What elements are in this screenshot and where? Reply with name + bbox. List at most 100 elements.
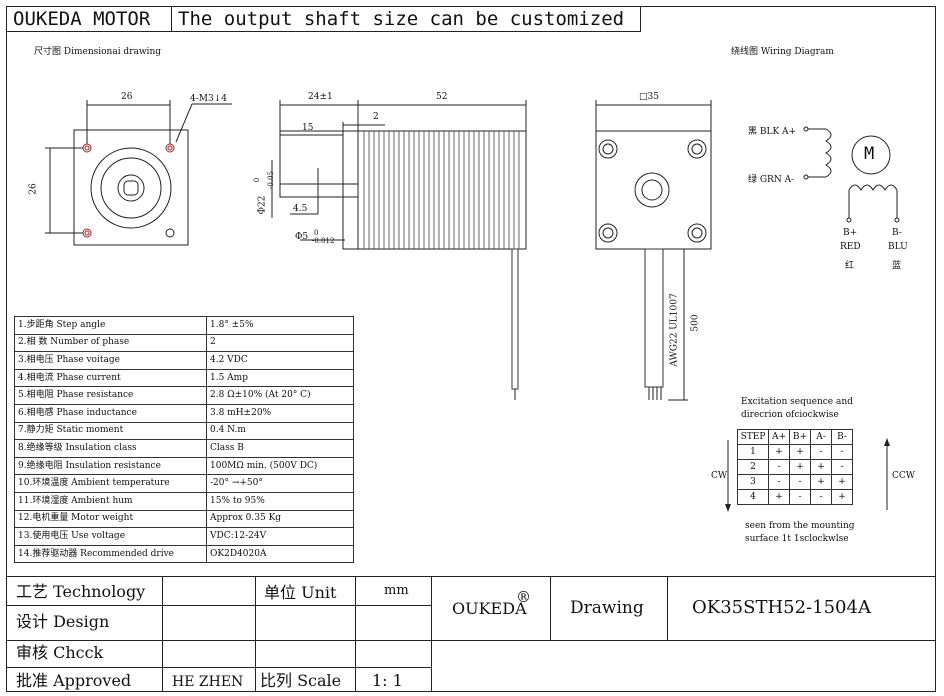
excitation-cell: + (789, 459, 811, 475)
spec-value: Approx 0.35 Kg (206, 509, 354, 529)
spec-key: 14.推荐驱动器 Recommended drive (14, 544, 207, 564)
cw-label: CW (711, 471, 728, 481)
dim-boss-tol-upper: 0 (253, 177, 262, 183)
tb-approved: 批准 Approved (16, 671, 132, 690)
excitation-row: 3 - - + + (737, 474, 853, 490)
front-view-body (73, 129, 189, 246)
dim-wire-spec: AWG22 UL1007 (669, 293, 680, 367)
dim-square: □35 (639, 92, 659, 102)
motor-fins (363, 131, 520, 249)
title-block-col (667, 576, 668, 640)
spec-value: VDC:12-24V (206, 527, 354, 546)
spec-key: 4.相电流 Phase current (14, 368, 207, 388)
tb-check: 审核 Chcck (16, 643, 104, 662)
wire-blu: BLU (888, 242, 908, 252)
tb-model: OK35STH52-1504A (692, 597, 871, 618)
spec-value: -20° →+50° (206, 474, 354, 493)
wiring-diagram-label: 绕线图 Wiring Diagram (731, 47, 834, 57)
excitation-cell: 4 (737, 489, 769, 505)
spec-key: 6.相电感 Phase inductance (14, 403, 207, 423)
excitation-table: STEP A+ B+ A- B- 1 + + - - 2 - + + - 3 -… (737, 429, 853, 505)
excitation-row: 4 + - - + (737, 489, 853, 505)
excitation-cell: + (768, 444, 790, 460)
dim-boss-dia: Φ22 (257, 195, 268, 215)
excitation-cell: - (831, 444, 853, 460)
excitation-cell: 2 (737, 459, 769, 475)
title-block-col (431, 576, 432, 692)
title-block-top (6, 576, 936, 577)
excitation-cell: - (768, 459, 790, 475)
excitation-title-1: Excitation sequence and (741, 397, 853, 407)
dim-shaft-flat: 15 (302, 123, 314, 133)
tb-technology: 工艺 Technology (16, 582, 146, 601)
excitation-header-row: STEP A+ B+ A- B- (737, 429, 853, 445)
tb-scale-label: 比列 Scale (260, 671, 342, 690)
dim-shaft-dia: Φ5 (295, 232, 309, 242)
title-block-col (550, 576, 551, 640)
excitation-cell: + (831, 474, 853, 490)
dim-hole-spec: 4-M3↓4 (190, 94, 227, 104)
excitation-header: B+ (789, 429, 811, 445)
title-block-row (6, 605, 431, 606)
excitation-cell: - (789, 489, 811, 505)
dim-flat-depth: 4.5 (293, 204, 308, 214)
excitation-cell: - (810, 489, 832, 505)
spec-value: 1.8° ±5% (206, 316, 354, 335)
dim-boss-tol-lower: -0.05 (266, 171, 275, 189)
spec-key: 3.相电压 Phase voitage (14, 351, 207, 370)
spec-key: 9.绝缘电阻 Insulation resistance (14, 456, 207, 476)
spec-key: 10.环境温度 Ambient temperature (14, 474, 207, 493)
dim-shaft-tol-upper: 0 (314, 229, 319, 237)
spec-key: 1.步距角 Step angle (14, 316, 207, 335)
excitation-cell: - (831, 459, 853, 475)
spec-value: 15% to 95% (206, 491, 354, 511)
excitation-header: A+ (768, 429, 790, 445)
tb-scale-value: 1: 1 (372, 671, 403, 690)
excitation-header: STEP (737, 429, 769, 445)
spec-row: 10.环境温度 Ambient temperature-20° →+50° (14, 474, 354, 493)
spec-key: 11.环境湿度 Ambient hum (14, 491, 207, 511)
dim-shaft-tol-lower: -0.012 (312, 237, 335, 245)
excitation-header: A- (810, 429, 832, 445)
dim-drawing-label: 尺寸图 Dimensionai drawing (34, 47, 161, 57)
excitation-cell: + (831, 489, 853, 505)
wire-blk: 黑 BLK A+ (748, 127, 797, 137)
title-block-col (162, 576, 163, 692)
spec-value: 2 (206, 333, 354, 353)
spec-value: Class B (206, 439, 354, 458)
wire-b-minus: B- (892, 228, 902, 238)
spec-key: 5.相电阻 Phase resistance (14, 386, 207, 405)
excitation-cell: - (768, 474, 790, 490)
title-block-col (355, 576, 356, 692)
spec-value: 1.5 Amp (206, 368, 354, 388)
excitation-cell: 3 (737, 474, 769, 490)
dim-front-width: 26 (121, 92, 133, 102)
tb-design: 设计 Design (16, 612, 110, 631)
excitation-note-2: surface 1t 1sclockwlse (745, 534, 849, 544)
excitation-title-2: direcrion ofciockwise (741, 410, 839, 420)
spec-value: 2.8 Ω±10% (At 20° C) (206, 386, 354, 405)
spec-key: 2.相 数 Number of phase (14, 333, 207, 353)
tb-unit-label: 单位 Unit (264, 583, 337, 602)
spec-value: 0.4 N.m (206, 421, 354, 441)
excitation-cell: + (789, 444, 811, 460)
excitation-cell: + (810, 474, 832, 490)
wire-red: RED (840, 242, 861, 252)
excitation-cell: - (810, 444, 832, 460)
excitation-cell: 1 (737, 444, 769, 460)
spec-value: 3.8 mH±20% (206, 403, 354, 423)
